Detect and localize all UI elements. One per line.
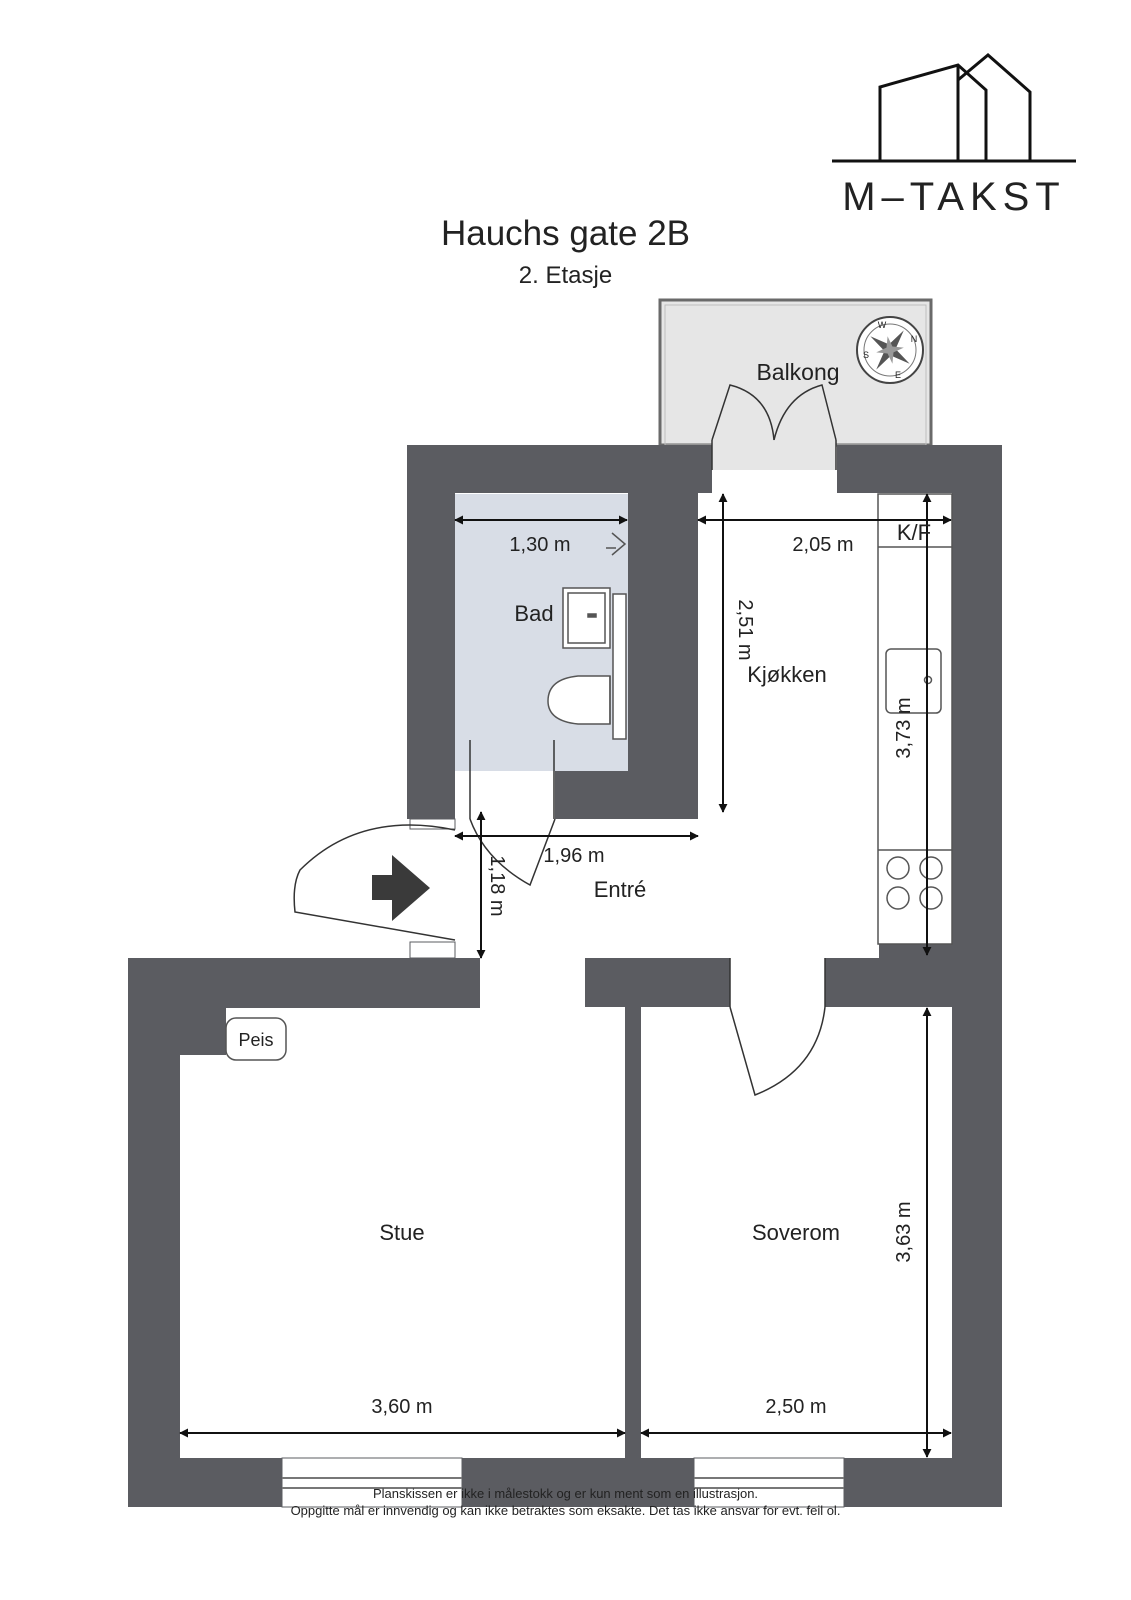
windows (281, 818, 845, 1508)
dim-label-bad-width: 1,30 m (509, 534, 570, 556)
dim-label-kjokken-width: 2,05 m (792, 534, 853, 556)
dim-label-stue-width: 3,60 m (371, 1396, 432, 1418)
stove-burner (886, 856, 910, 880)
entrance-arrow-icon (372, 855, 430, 921)
disclaimer-line-1: Planskissen er ikke i målestokk og er ku… (372, 1486, 759, 1501)
plan-subtitle: 2. Etasje (518, 262, 613, 289)
svg-text:N: N (911, 334, 918, 344)
walls (128, 445, 1002, 1507)
compass-icon: W N S E (856, 316, 924, 384)
toilet-icon (547, 675, 611, 725)
svg-text:E: E (895, 370, 901, 380)
bathroom-fixtures (547, 532, 627, 740)
plan-title: Hauchs gate 2B (440, 214, 691, 253)
dim-label-soverom-depth: 3,63 m (893, 1201, 915, 1262)
kitchen-counter (877, 493, 953, 945)
room-label-bad: Bad (514, 601, 553, 626)
dim-label-kjokken-depth: 2,51 m (734, 599, 756, 660)
doors (293, 384, 837, 1097)
fireplace: Peis (225, 1017, 287, 1061)
room-label-balkong: Balkong (756, 359, 839, 385)
logo-text: M–TAKST (842, 175, 1066, 219)
dimension-lines (179, 493, 952, 1458)
dim-label-kitchen-counter: 3,73 m (893, 697, 915, 758)
sink-icon (562, 587, 611, 649)
room-label-soverom: Soverom (752, 1220, 840, 1245)
room-label-peis: Peis (238, 1030, 273, 1050)
dim-label-entre-depth: 1,18 m (486, 855, 508, 916)
disclaimer-line-2: Oppgitte mål er innvendig og kan ikke be… (290, 1503, 841, 1518)
room-label-entre: Entré (594, 877, 647, 902)
dim-label-entre-width: 1,96 m (543, 845, 604, 867)
dim-label-soverom-width: 2,50 m (765, 1396, 826, 1418)
room-label-stue: Stue (379, 1220, 424, 1245)
m-takst-logo: M–TAKST (832, 53, 1076, 219)
svg-text:S: S (863, 350, 869, 360)
shower-icon (611, 532, 627, 556)
room-label-kf: K/F (897, 520, 931, 545)
room-label-kjokken: Kjøkken (747, 662, 826, 687)
svg-text:W: W (878, 320, 887, 330)
